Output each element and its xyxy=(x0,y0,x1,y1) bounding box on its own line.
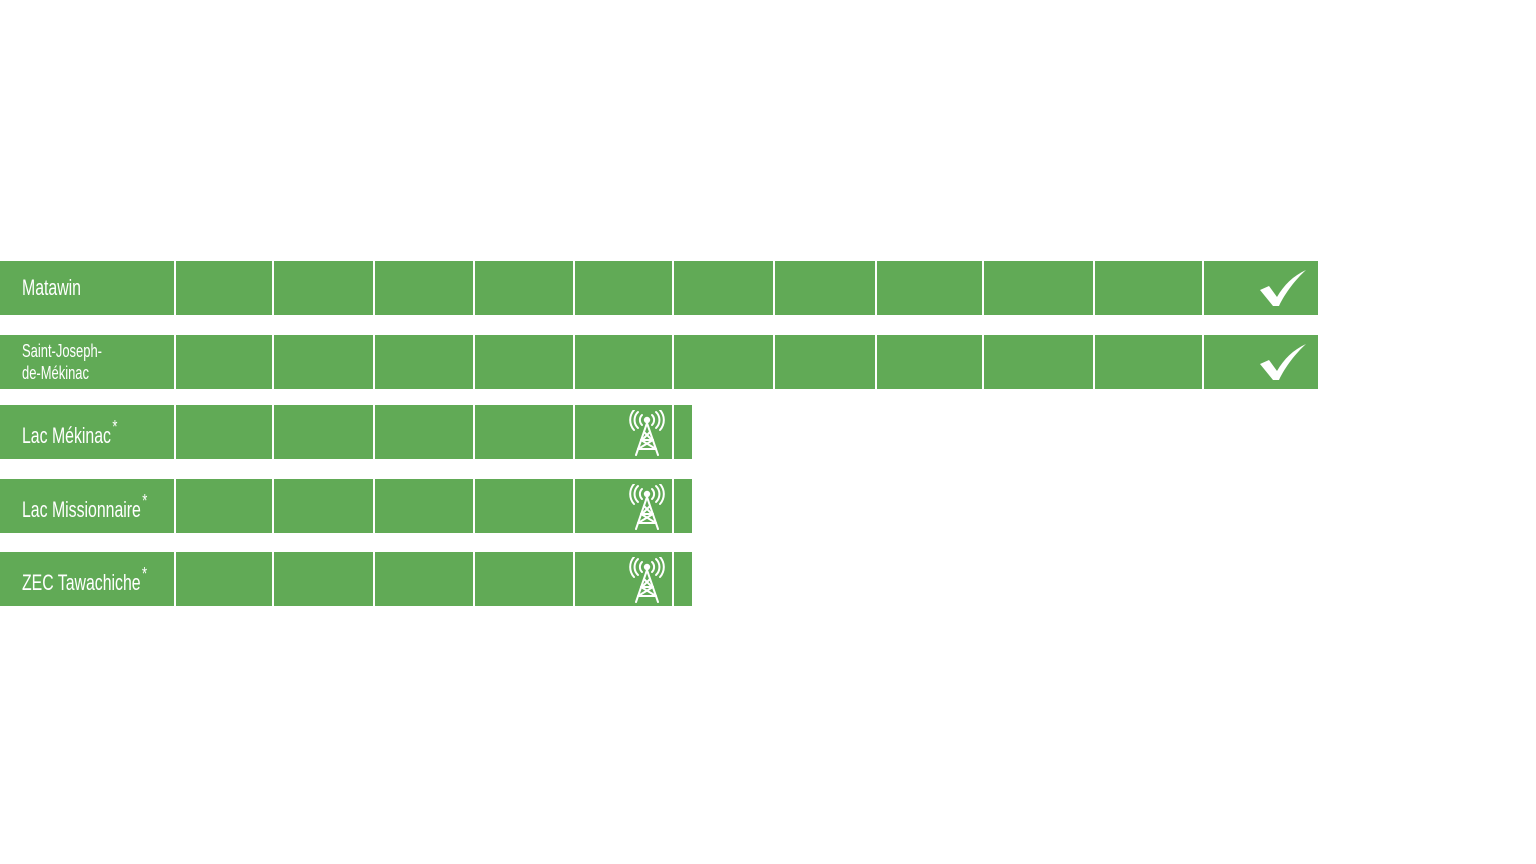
segment-cell xyxy=(274,479,373,533)
location-name: Lac Mékinac* xyxy=(22,418,117,447)
segment-cell xyxy=(775,335,875,389)
segment-cell xyxy=(274,261,373,315)
location-name-line: Lac Mékinac xyxy=(22,422,111,448)
location-row: Lac Missionnaire* xyxy=(0,479,692,533)
location-name-line: Matawin xyxy=(22,275,81,300)
segment-cell xyxy=(1204,335,1318,389)
location-name-line: Lac Missionnaire xyxy=(22,496,141,522)
segment-cell xyxy=(575,261,672,315)
segment-cell xyxy=(176,479,272,533)
segment-cell xyxy=(674,261,773,315)
segment-cell xyxy=(475,479,573,533)
segment-cell xyxy=(674,552,692,606)
location-name-line: ZEC Tawachiche xyxy=(22,569,141,595)
footnote-asterisk: * xyxy=(142,490,148,511)
segment-cell xyxy=(575,405,672,459)
location-name-cell: Matawin xyxy=(0,261,174,315)
segment-cell xyxy=(575,335,672,389)
location-row: Saint-Joseph-de-Mékinac xyxy=(0,335,1318,389)
segment-cell xyxy=(674,479,692,533)
location-row: Lac Mékinac* xyxy=(0,405,692,459)
footnote-asterisk: * xyxy=(112,416,118,437)
segment-cell xyxy=(176,552,272,606)
segment-cell xyxy=(674,405,692,459)
location-name: Lac Missionnaire* xyxy=(22,492,147,521)
location-name-line: de-Mékinac xyxy=(22,363,89,383)
checkmark-icon xyxy=(1260,344,1306,380)
location-name-line: Saint-Joseph- xyxy=(22,341,102,361)
segment-cell xyxy=(375,479,473,533)
segment-cell xyxy=(274,405,373,459)
location-name-cell: Lac Missionnaire* xyxy=(0,479,174,533)
location-name: ZEC Tawachiche* xyxy=(22,565,147,594)
segment-cell xyxy=(575,552,672,606)
segment-cell xyxy=(176,335,272,389)
segment-cell xyxy=(984,261,1093,315)
antenna-tower-icon xyxy=(629,484,665,530)
location-row: Matawin xyxy=(0,261,1318,315)
location-name: Saint-Joseph-de-Mékinac xyxy=(22,340,108,384)
location-name-cell: Saint-Joseph-de-Mékinac xyxy=(0,335,174,389)
segment-cell xyxy=(176,261,272,315)
segment-cell xyxy=(274,335,373,389)
location-name: Matawin xyxy=(22,277,81,299)
segment-cell xyxy=(1095,261,1202,315)
antenna-tower-icon xyxy=(629,557,665,603)
location-row: ZEC Tawachiche* xyxy=(0,552,692,606)
segment-cell xyxy=(775,261,875,315)
segment-cell xyxy=(877,261,982,315)
location-name-cell: Lac Mékinac* xyxy=(0,405,174,459)
checkmark-icon xyxy=(1260,270,1306,306)
footnote-asterisk: * xyxy=(142,563,148,584)
segment-cell xyxy=(274,552,373,606)
segment-cell xyxy=(375,405,473,459)
segment-cell xyxy=(475,261,573,315)
location-name-cell: ZEC Tawachiche* xyxy=(0,552,174,606)
segment-cell xyxy=(575,479,672,533)
segment-cell xyxy=(984,335,1093,389)
segment-cell xyxy=(375,261,473,315)
segment-cell xyxy=(475,552,573,606)
segment-cell xyxy=(475,405,573,459)
antenna-tower-icon xyxy=(629,410,665,456)
segment-cell xyxy=(1095,335,1202,389)
segment-cell xyxy=(375,552,473,606)
segment-cell xyxy=(475,335,573,389)
segment-cell xyxy=(674,335,773,389)
segment-cell xyxy=(176,405,272,459)
segment-cell xyxy=(1204,261,1318,315)
segment-cell xyxy=(375,335,473,389)
segment-cell xyxy=(877,335,982,389)
